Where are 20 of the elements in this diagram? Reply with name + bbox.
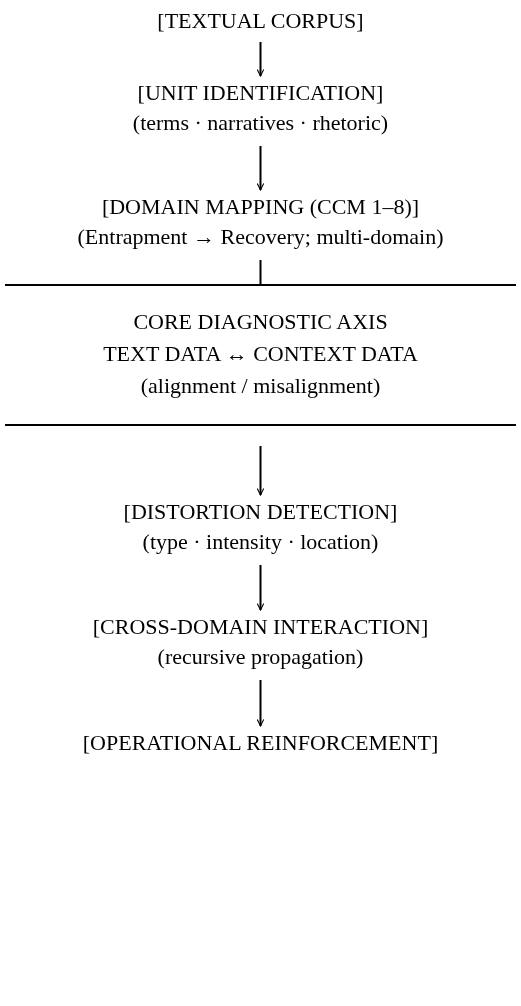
- step-heading: [OPERATIONAL REINFORCEMENT]: [81, 729, 440, 757]
- step-heading: [TEXTUAL CORPUS]: [156, 7, 365, 35]
- step-detail: (Entrapment → Recovery; multi-domain): [76, 223, 445, 251]
- core-axis-band: [5, 284, 516, 426]
- step-detail: (type · intensity · location): [141, 528, 380, 556]
- arrow: [256, 679, 265, 727]
- arrow: [256, 41, 265, 77]
- step-heading: [DOMAIN MAPPING (CCM 1–8)]: [100, 193, 421, 221]
- step-heading: [CROSS-DOMAIN INTERACTION]: [91, 613, 430, 641]
- step-heading: [UNIT IDENTIFICATION]: [136, 79, 385, 107]
- step-detail: TEXT DATA ↔ CONTEXT DATA: [102, 340, 419, 368]
- step-heading: CORE DIAGNOSTIC AXIS: [132, 308, 389, 336]
- arrow: [256, 564, 265, 611]
- connector-line: [259, 259, 262, 285]
- arrow: [256, 445, 265, 496]
- step-detail: (terms · narratives · rhetoric): [131, 109, 390, 137]
- step-detail: (recursive propagation): [156, 643, 365, 671]
- step-detail: (alignment / misalignment): [139, 372, 382, 400]
- arrow: [256, 145, 265, 191]
- step-heading: [DISTORTION DETECTION]: [122, 498, 399, 526]
